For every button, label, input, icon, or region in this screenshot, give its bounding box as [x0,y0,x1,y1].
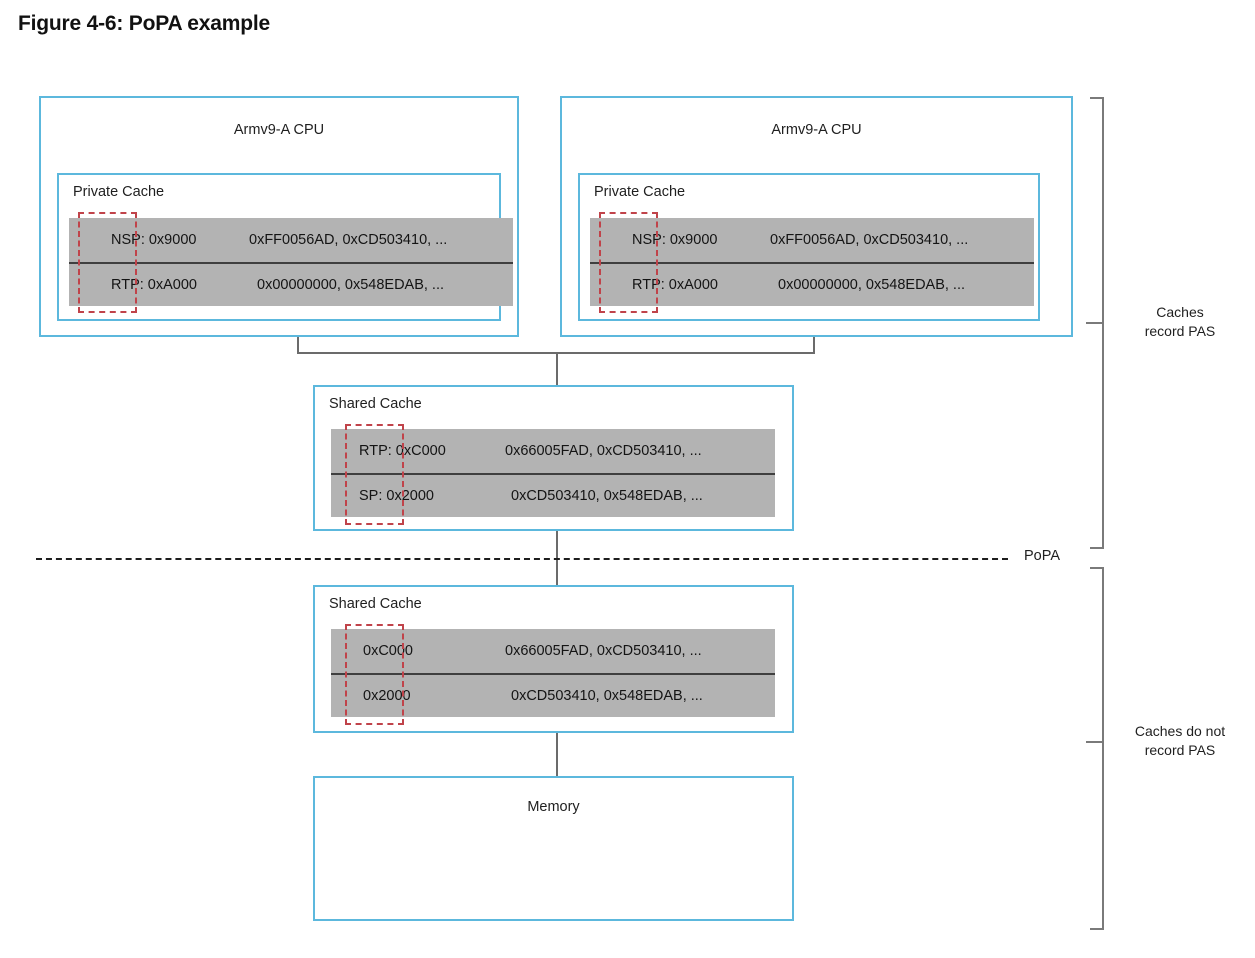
cache-row-value: 0x00000000, 0x548EDAB, ... [257,277,445,293]
memory-title: Memory [527,799,580,815]
cache-row: RTP: 0xC000 0x66005FAD, 0xCD503410, ... [331,429,775,473]
cpu-title-left: Armv9-A CPU [233,122,325,138]
popa-separator-line [36,558,1008,560]
connector-lower-shared-to-memory [556,733,558,776]
connector-cpu-left-drop [297,337,299,354]
connector-upper-shared-to-popa [556,531,558,558]
cache-row-value: 0x66005FAD, 0xCD503410, ... [505,643,702,659]
connector-cpu-right-drop [813,337,815,354]
cache-row: RTP: 0xA000 0x00000000, 0x548EDAB, ... [69,262,513,306]
shared-cache-title-upper: Shared Cache [329,396,422,412]
shared-cache-table-lower: 0xC000 0x66005FAD, 0xCD503410, ... 0x200… [331,629,775,717]
private-cache-title-left: Private Cache [73,184,165,200]
shared-cache-table-upper: RTP: 0xC000 0x66005FAD, 0xCD503410, ... … [331,429,775,517]
cache-row-value: 0xCD503410, 0x548EDAB, ... [511,488,703,504]
cache-row-value: 0xFF0056AD, 0xCD503410, ... [249,232,448,248]
cache-row-key: NSP: 0x9000 [632,232,718,248]
annotation-caches-record-pas: Caches record PAS [1144,304,1216,339]
private-cache-title-right: Private Cache [594,184,686,200]
cache-row: 0xC000 0x66005FAD, 0xCD503410, ... [331,629,775,673]
cpu-title-right: Armv9-A CPU [771,122,862,138]
bracket-tick-upper [1086,322,1104,324]
cache-row-key: 0xC000 [363,643,413,659]
shared-cache-title-lower: Shared Cache [329,596,422,612]
cache-row-value: 0xCD503410, 0x548EDAB, ... [511,688,703,704]
cache-row: 0x2000 0xCD503410, 0x548EDAB, ... [331,673,775,717]
cache-row-value: 0x66005FAD, 0xCD503410, ... [505,443,702,459]
connector-popa-to-lower-shared [556,558,558,585]
connector-bus-to-shared-cache [556,352,558,385]
private-cache-table-right: NSP: 0x9000 0xFF0056AD, 0xCD503410, ... … [590,218,1034,306]
private-cache-table-left: NSP: 0x9000 0xFF0056AD, 0xCD503410, ... … [69,218,513,306]
bracket-below-popa [1090,567,1104,930]
cache-row-key: SP: 0x2000 [359,488,434,504]
cache-row-key: NSP: 0x9000 [111,232,197,248]
cache-row-key: RTP: 0xA000 [632,277,718,293]
cache-row-value: 0xFF0056AD, 0xCD503410, ... [770,232,969,248]
bracket-tick-lower [1086,741,1104,743]
cache-row-key: RTP: 0xC000 [359,443,446,459]
cache-row-key: 0x2000 [363,688,411,704]
popa-label: PoPA [1024,548,1061,564]
cache-row: SP: 0x2000 0xCD503410, 0x548EDAB, ... [331,473,775,517]
annotation-caches-do-not-record-pas: Caches do not record PAS [1134,723,1226,758]
cache-row: NSP: 0x9000 0xFF0056AD, 0xCD503410, ... [69,218,513,262]
cache-row-value: 0x00000000, 0x548EDAB, ... [778,277,966,293]
cache-row: NSP: 0x9000 0xFF0056AD, 0xCD503410, ... [590,218,1034,262]
cache-row-key: RTP: 0xA000 [111,277,197,293]
cache-row: RTP: 0xA000 0x00000000, 0x548EDAB, ... [590,262,1034,306]
memory-box: Memory [313,776,794,921]
figure-title: Figure 4-6: PoPA example [18,12,270,35]
